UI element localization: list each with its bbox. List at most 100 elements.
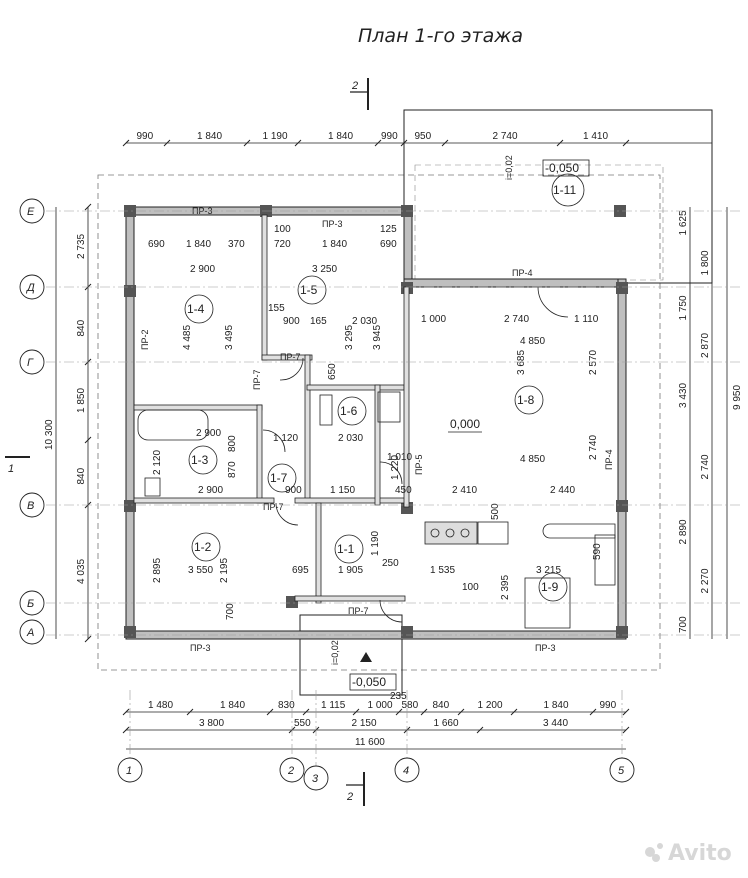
level-0: 0,000	[450, 417, 480, 431]
top-dim-label: 1 840	[197, 131, 222, 142]
bottom-dim-label: 1 000	[368, 700, 393, 711]
bottom-dim2-label: 550	[294, 718, 311, 729]
top-dim-label: 1 840	[328, 131, 353, 142]
right-dim-label: 700	[678, 616, 689, 633]
inner-dim-label: 2 440	[550, 485, 575, 496]
avito-watermark: Avito	[645, 841, 732, 866]
svg-text:ПР-3: ПР-3	[322, 219, 342, 229]
bottom-dim-label: 840	[433, 700, 450, 711]
inner-dim-label: 690	[380, 239, 397, 250]
total-height: 10 300	[44, 419, 55, 450]
inner-dim-label: 4 485	[182, 325, 193, 350]
top-dim-label: 2 740	[493, 131, 518, 142]
inner-dim-label: 2 900	[198, 485, 223, 496]
svg-text:ПР-4: ПР-4	[512, 268, 532, 278]
axis-row-A: А	[26, 627, 34, 639]
inner-dim-label: 2 900	[190, 264, 215, 275]
section-mark-label-bottom: 2	[346, 791, 353, 803]
axis-row-D: Д	[25, 282, 35, 294]
slope-terrace: i=0,02	[504, 155, 514, 180]
svg-text:ПР-5: ПР-5	[414, 455, 424, 475]
svg-text:ПР-2: ПР-2	[140, 330, 150, 350]
right-dim-label: 1 750	[678, 295, 689, 320]
right-total: 9 950	[732, 385, 743, 410]
room-1-2: 1-2	[194, 540, 212, 554]
room-1-1: 1-1	[337, 542, 355, 556]
right-dim-label: 2 270	[700, 568, 711, 593]
inner-dim-label: 165	[310, 316, 327, 327]
bottom-dim-label: 990	[600, 700, 617, 711]
inner-dim-label: 695	[292, 565, 309, 576]
section-mark-bottom: 2	[346, 772, 365, 806]
left-dim-label: 4 035	[76, 559, 87, 584]
bottom-dim-label: 1 480	[148, 700, 173, 711]
watermark-text: Avito	[668, 841, 732, 866]
inner-dim-label: 125	[380, 224, 397, 235]
bottom-dim-label: 1 840	[544, 700, 569, 711]
axis-col-3: 3	[312, 773, 319, 785]
svg-text:ПР-7: ПР-7	[252, 370, 262, 390]
inner-dim-label: 1 220	[390, 455, 401, 480]
inner-dim-label: 100	[274, 224, 291, 235]
bottom-dim-label: 1 115	[321, 700, 346, 711]
inner-dim-label: 4 850	[520, 454, 545, 465]
total-width: 11 600	[355, 737, 385, 748]
right-dim-label: 2 740	[700, 454, 711, 479]
inner-dim-label: 4 850	[520, 336, 545, 347]
axis-col-5: 5	[618, 765, 625, 777]
opening-labels: ПР-3 ПР-3 ПР-4 ПР-2 ПР-7 ПР-7 ПР-5 ПР-4 …	[140, 206, 614, 653]
kitchen-fixtures	[424, 521, 616, 629]
inner-dim-label: 650	[327, 363, 338, 380]
inner-dim-label: 2 740	[588, 435, 599, 460]
inner-dim-label: 2 120	[152, 450, 163, 475]
left-dim-label: 2 735	[76, 234, 87, 259]
inner-dim-label: 720	[274, 239, 291, 250]
inner-dim-label: 370	[228, 239, 245, 250]
inner-dim-label: 900	[285, 485, 302, 496]
left-dim-label: 840	[76, 319, 87, 336]
inner-dim-label: 2 030	[352, 316, 377, 327]
svg-text:ПР-7: ПР-7	[280, 352, 300, 362]
inner-dim-label: 1 120	[273, 433, 298, 444]
axis-col-2: 2	[287, 765, 294, 777]
inner-dim-label: 155	[268, 303, 285, 314]
bottom-dimension-total: 11 600	[126, 737, 626, 750]
inner-dim-label: 1 190	[370, 531, 381, 556]
right-dim-label: 1 625	[678, 210, 689, 235]
porch-outline	[299, 614, 403, 696]
inner-dim-label: 3 550	[188, 565, 213, 576]
bottom-dim2-label: 3 440	[543, 718, 568, 729]
bottom-dim-label: 1 200	[478, 700, 503, 711]
inner-dim-label: 1 010	[387, 452, 412, 463]
row-axis-bubbles: Е Д Г В Б А	[19, 198, 45, 645]
top-dim-label: 990	[381, 131, 398, 142]
interior-walls	[133, 214, 410, 604]
inner-dim-label: 3 495	[224, 325, 235, 350]
inner-dim-label: 2 395	[500, 575, 511, 600]
inner-dim-label: 900	[283, 316, 300, 327]
axis-col-4: 4	[403, 765, 409, 777]
room-1-8: 1-8	[517, 393, 535, 407]
inner-dim-label: 3 250	[312, 264, 337, 275]
svg-text:ПР-3: ПР-3	[190, 643, 210, 653]
inner-dim-label: 2 030	[338, 433, 363, 444]
top-dim-label: 1 410	[583, 131, 608, 142]
inner-dim-label: 235	[390, 691, 407, 702]
room-1-7: 1-7	[270, 471, 288, 485]
left-dim-label: 840	[76, 467, 87, 484]
section-mark-left: 1	[5, 456, 30, 475]
svg-text:ПР-3: ПР-3	[192, 206, 212, 216]
inner-dim-label: 250	[382, 558, 399, 569]
inner-dim-label: 800	[227, 435, 238, 452]
right-dim-label: 1 800	[700, 250, 711, 275]
inner-dim-label: 2 740	[504, 314, 529, 325]
axis-gridlines	[46, 210, 740, 770]
inner-dim-label: 1 000	[421, 314, 446, 325]
bottom-dim-label: 830	[278, 700, 295, 711]
inner-dim-label: 3 295	[344, 325, 355, 350]
bottom-dim2-label: 3 800	[199, 718, 224, 729]
right-dim-label: 2 870	[700, 333, 711, 358]
